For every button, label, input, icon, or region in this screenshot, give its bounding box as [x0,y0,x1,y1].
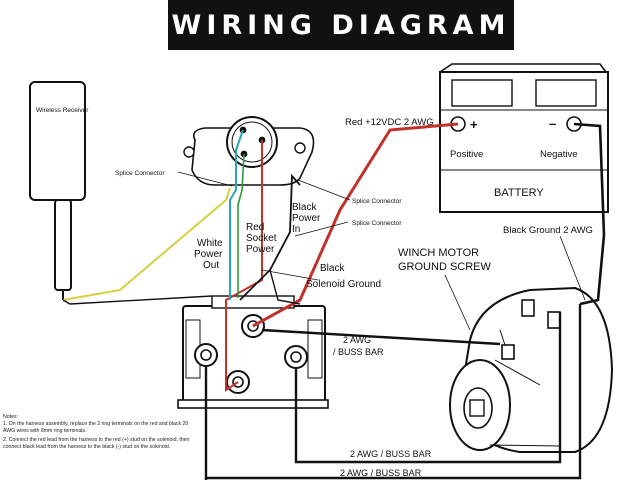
socket-plug [183,116,315,186]
solenoid-block [177,295,329,409]
winch-motor-ground-label: WINCH MOTOR GROUND SCREW [398,247,492,273]
title-banner: WIRING DIAGRAM [168,0,514,50]
white-power-out-wire [62,187,231,301]
splice-connector-label-2: Splice Connector [352,198,402,205]
black-power-in-label: Black Power In [292,202,321,235]
svg-text:Power: Power [292,213,321,224]
splice-connector-label-1: Splice Connector [115,170,165,177]
callout-winch-ground [444,274,471,331]
battery-label: BATTERY [494,187,544,199]
wireless-receiver [29,81,86,300]
splice-connector-label-3: Splice Connector [352,220,402,227]
wireless-receiver-label: Wireless Receiver [36,107,89,114]
red-socket-power-wire [225,140,263,392]
green-wire [237,153,245,298]
receiver-lead-wire [62,295,213,305]
callout-solenoid-ground [261,269,319,281]
page-title: WIRING DIAGRAM [171,9,511,41]
red-socket-power-label: Red Socket Power [246,222,277,255]
black-ground-label: Black Ground 2 AWG [503,225,593,236]
battery-minus-sign: – [549,116,556,131]
svg-text:Power: Power [246,244,275,255]
notes-item-2: 2. Connect the red lead from the harness… [3,437,190,450]
black-power-in-wire [239,173,301,301]
buss-bar-upper [261,328,501,346]
battery [439,63,609,213]
red-12vdc-wire [252,122,459,328]
buss-bar-middle [294,312,562,464]
winch-motor [449,286,614,453]
svg-text:Power: Power [194,249,223,260]
svg-text:Out: Out [203,260,219,271]
teal-wire [229,129,244,300]
notes-heading: Notes: [3,414,18,420]
notes-block: Notes: 1. On the harness assembly, repla… [3,414,195,451]
buss-bar-label-upper: 2 AWG / BUSS BAR [333,335,384,357]
white-power-out-label: White Power Out [194,238,223,271]
svg-text:2 AWG: 2 AWG [343,335,371,345]
buss-bar-label-lower: 2 AWG / BUSS BAR [340,468,422,478]
solenoid-terminal-left [194,343,218,367]
callout-splice-3 [294,221,349,237]
svg-text:Socket: Socket [246,233,277,244]
callout-splice-2 [297,179,351,201]
buss-bar-label-middle: 2 AWG / BUSS BAR [350,449,432,459]
callout-splice-1 [177,171,233,187]
solenoid-terminal-right [284,345,308,369]
svg-text:/ BUSS BAR: / BUSS BAR [333,347,384,357]
black-solenoid-ground-label: Black Solenoid Ground [306,263,381,290]
callout-black-ground [559,235,586,301]
notes-item-1: 1. On the harness assembly, replace the … [3,421,189,434]
svg-text:GROUND SCREW: GROUND SCREW [398,261,492,273]
battery-negative-label: Negative [540,149,578,160]
red-12vdc-label: Red +12VDC 2 AWG [345,117,434,128]
black-ground-wire [573,122,606,306]
svg-text:Solenoid Ground: Solenoid Ground [306,279,381,290]
buss-bar-lower [204,304,582,480]
svg-text:Red: Red [246,222,264,233]
svg-text:In: In [292,224,300,235]
battery-positive-label: Positive [450,149,483,160]
svg-text:White: White [197,238,223,249]
svg-text:WINCH MOTOR: WINCH MOTOR [398,247,479,259]
svg-text:Black: Black [292,202,317,213]
svg-text:Black: Black [320,263,345,274]
black-solenoid-ground-wire [269,269,301,305]
battery-plus-sign: + [470,117,478,132]
